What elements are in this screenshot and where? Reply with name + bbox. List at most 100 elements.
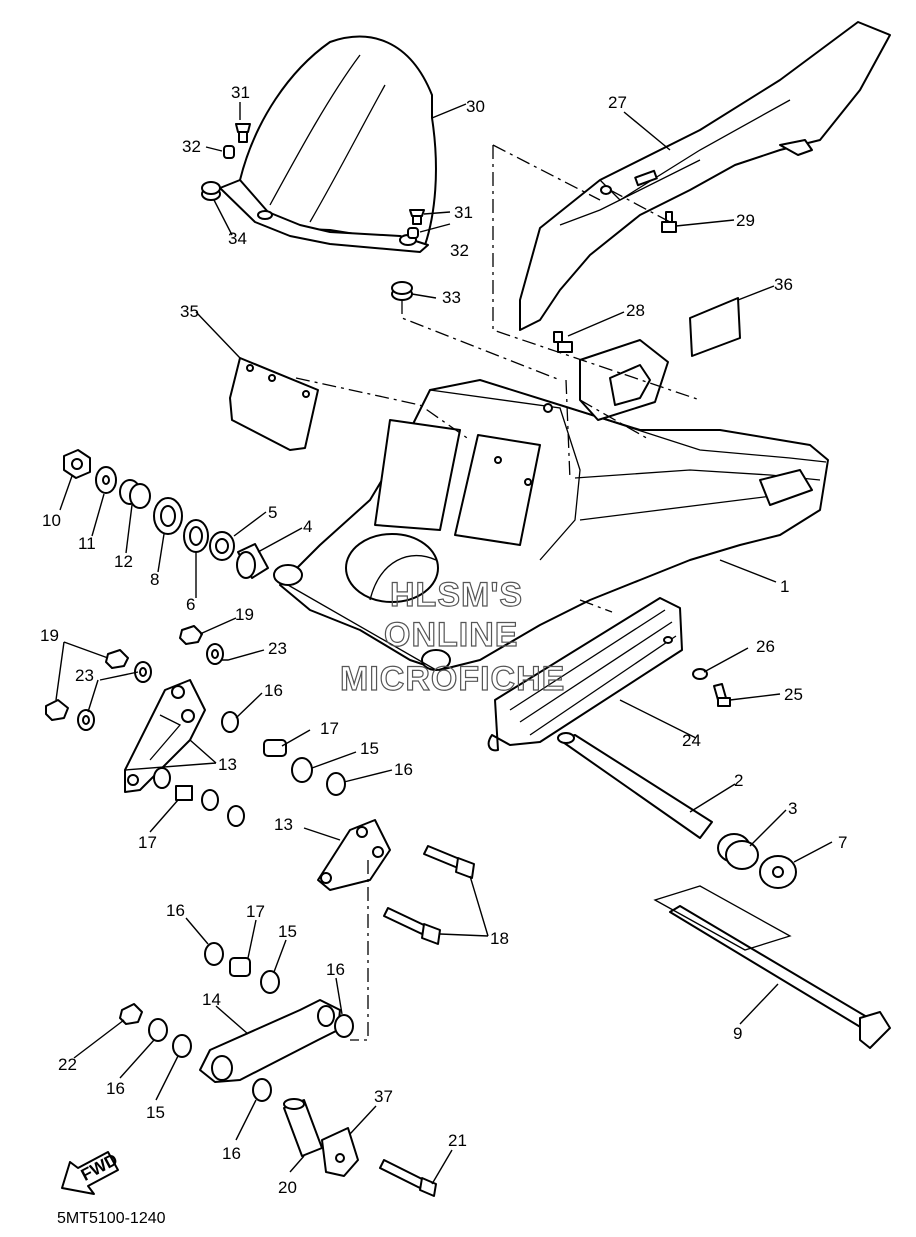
part-23-washer-left — [77, 709, 95, 731]
callout-16: 16 — [222, 1144, 241, 1163]
callout-24: 24 — [682, 731, 701, 750]
part-32-collar-lower — [407, 227, 419, 239]
callout-labels: 31 32 30 31 32 33 34 27 29 28 36 35 10 1… — [40, 83, 847, 1197]
part-23-washer — [134, 661, 152, 683]
part-28-screw — [553, 331, 573, 353]
part-21-bolt — [379, 1159, 437, 1197]
watermark-line-3: MICROFICHE — [340, 660, 565, 698]
callout-32: 32 — [450, 241, 469, 260]
callout-16: 16 — [106, 1079, 125, 1098]
callout-14: 14 — [202, 990, 221, 1009]
callout-31: 31 — [231, 83, 250, 102]
callout-6: 6 — [186, 595, 195, 614]
part-17-bearing-c — [229, 957, 251, 977]
callout-17: 17 — [320, 719, 339, 738]
part-18-bolt-lower — [383, 907, 441, 945]
callout-28: 28 — [626, 301, 645, 320]
part-19-nut-upper — [105, 649, 129, 669]
callout-31: 31 — [454, 203, 473, 222]
callout-26: 26 — [756, 637, 775, 656]
part-30-rear-fender — [219, 35, 437, 253]
part-16-seal-d — [334, 1014, 354, 1038]
part-16-seal-a — [221, 711, 239, 733]
callout-23: 23 — [268, 639, 287, 658]
callout-19: 19 — [40, 626, 59, 645]
part-16-seal-e — [148, 1018, 168, 1042]
callout-18: 18 — [490, 929, 509, 948]
part-16-seal-f — [252, 1078, 272, 1102]
part-3-bearing — [717, 833, 759, 870]
callout-21: 21 — [448, 1131, 467, 1150]
part-11-washer — [95, 466, 117, 494]
callout-16: 16 — [394, 760, 413, 779]
part-1-swingarm — [273, 339, 829, 671]
diagram-reference-code: 5MT5100-1240 — [57, 1210, 166, 1227]
part-20-collar — [283, 1098, 323, 1157]
part-31-bolt-lower — [409, 209, 425, 225]
callout-4: 4 — [303, 517, 312, 536]
callout-11: 11 — [78, 534, 96, 553]
callout-16: 16 — [166, 901, 185, 920]
callout-29: 29 — [736, 211, 755, 230]
callout-10: 10 — [42, 511, 61, 530]
part-13-relay-arm-lower — [317, 819, 391, 891]
part-4-bearing — [236, 543, 269, 579]
part-16-seal-c — [204, 942, 224, 966]
callout-16: 16 — [326, 960, 345, 979]
part-29-screw — [661, 211, 677, 233]
part-13-relay-arm-upper — [124, 679, 206, 793]
part-19-nut-mid — [179, 625, 203, 645]
part-17-bearings-left — [153, 767, 245, 827]
part-19-nut-lower — [45, 699, 69, 721]
callout-17: 17 — [246, 902, 265, 921]
phantom-lines — [295, 144, 792, 1041]
callout-19: 19 — [235, 605, 254, 624]
part-34-grommet — [201, 181, 221, 201]
part-37-bracket — [321, 1127, 359, 1177]
part-6-oil-seal — [183, 519, 209, 553]
part-36-label — [689, 297, 741, 357]
watermark-line-1: HLSM'S — [390, 576, 523, 614]
callout-17: 17 — [138, 833, 157, 852]
callout-32: 32 — [182, 137, 201, 156]
part-25-screw — [713, 683, 731, 707]
part-18-bolt-upper — [423, 845, 475, 879]
callout-3: 3 — [788, 799, 797, 818]
part-27-chain-guard — [519, 21, 891, 331]
fwd-arrow-icon: FWD — [61, 1150, 121, 1195]
watermark: HLSM'S ONLINE MICROFICHE — [339, 575, 565, 698]
part-10-nut — [63, 449, 91, 479]
callout-13: 13 — [218, 755, 237, 774]
callout-25: 25 — [784, 685, 803, 704]
callout-16: 16 — [264, 681, 283, 700]
callout-9: 9 — [733, 1024, 742, 1043]
callout-2: 2 — [734, 771, 743, 790]
callout-12: 12 — [114, 552, 133, 571]
part-35-flap — [229, 357, 319, 451]
callout-23: 23 — [75, 666, 94, 685]
part-15-collar-c — [260, 970, 280, 994]
part-15-collar-a — [291, 757, 313, 783]
part-14-connecting-rod — [199, 999, 341, 1083]
callout-27: 27 — [608, 93, 627, 112]
part-8-oil-seal — [153, 497, 183, 535]
part-24-chain-slider — [487, 597, 683, 752]
callout-34: 34 — [228, 229, 247, 248]
callout-8: 8 — [150, 570, 159, 589]
callout-33: 33 — [442, 288, 461, 307]
part-15-collar-e — [172, 1034, 192, 1058]
callout-15: 15 — [146, 1103, 165, 1122]
callout-35: 35 — [180, 302, 199, 321]
part-12-collar — [119, 479, 151, 509]
watermark-line-2: ONLINE — [384, 616, 518, 654]
part-5-oil-seal — [209, 531, 235, 561]
part-7-collar — [759, 855, 797, 889]
callout-15: 15 — [360, 739, 379, 758]
callout-22: 22 — [58, 1055, 77, 1074]
callout-37: 37 — [374, 1087, 393, 1106]
callout-36: 36 — [774, 275, 793, 294]
leader-lines — [55, 102, 833, 1185]
callout-30: 30 — [466, 97, 485, 116]
